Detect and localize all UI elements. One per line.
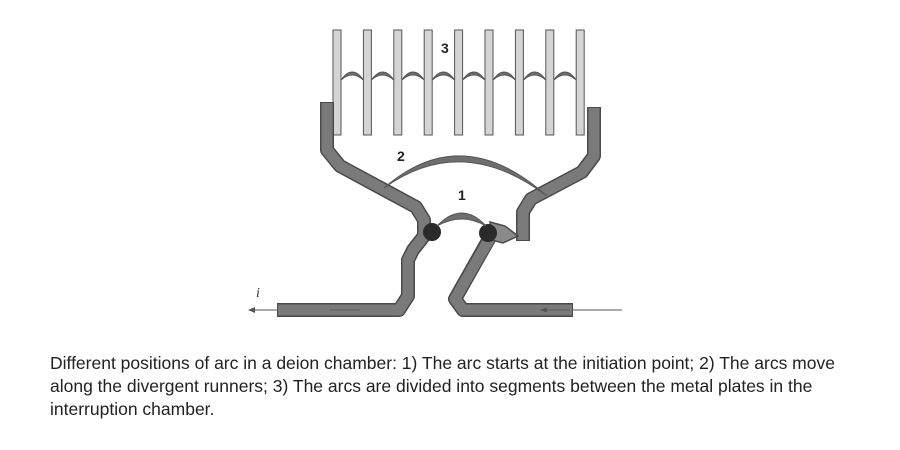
arc-segment [522, 71, 547, 81]
splitter-plate [575, 29, 585, 136]
arrowhead-icon [248, 307, 255, 313]
label-3: 3 [441, 40, 449, 56]
splitter-plate [332, 29, 342, 136]
moving-contact [448, 220, 573, 317]
splitter-plate [514, 29, 524, 136]
splitter-plate [423, 29, 433, 136]
label-1: 1 [458, 187, 466, 203]
figure-caption: Different positions of arc in a deion ch… [50, 353, 835, 419]
arc-segment [370, 71, 395, 81]
label-2: 2 [397, 148, 405, 164]
splitter-plate [484, 29, 494, 136]
arc-segment [340, 71, 364, 81]
arc-segment [553, 71, 577, 81]
arc-segments-3 [340, 71, 577, 81]
right-runner [516, 107, 601, 241]
arc-segment [462, 71, 486, 81]
splitter-plate [545, 29, 555, 136]
left-contact-tip [423, 223, 441, 241]
right-contact-tip [479, 224, 497, 242]
arc-segment [401, 71, 425, 81]
arc-2 [383, 155, 548, 197]
splitter-plate [393, 29, 403, 136]
arc-1 [436, 212, 487, 227]
splitter-plate [454, 29, 464, 136]
splitter-plate [362, 29, 372, 136]
current-label: i [256, 286, 260, 301]
deion-chamber-diagram: 3 2 1 i [248, 29, 622, 317]
arc-segment [492, 71, 516, 81]
splitter-plates [332, 29, 585, 136]
arc-segment [431, 71, 456, 81]
